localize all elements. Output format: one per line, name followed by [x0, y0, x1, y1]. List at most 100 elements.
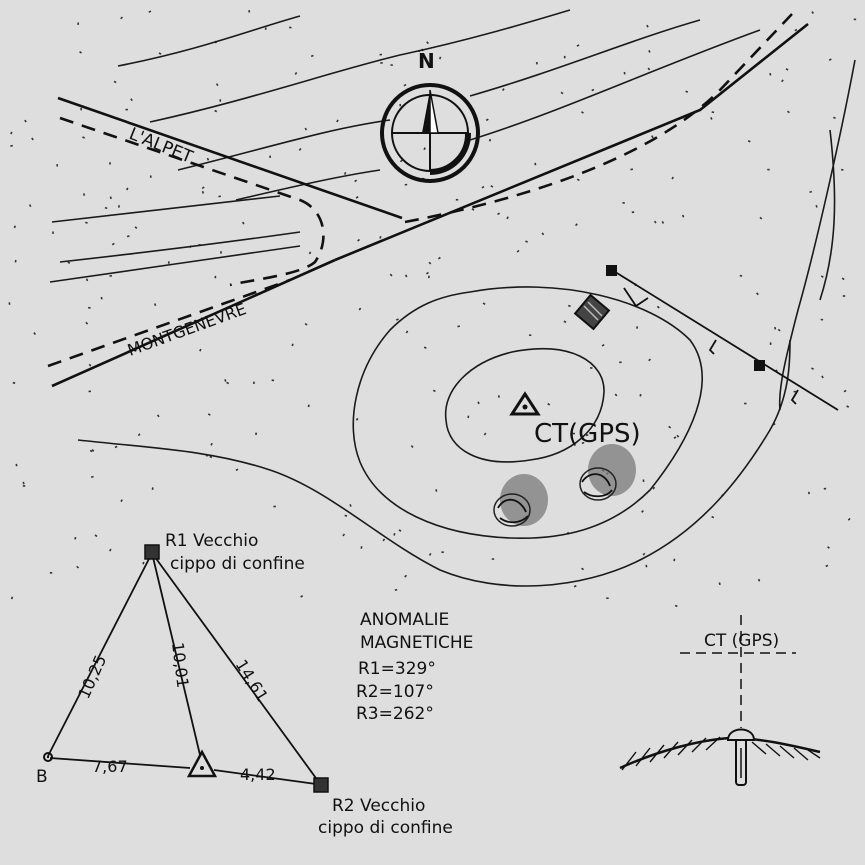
stipple-dot [681, 214, 685, 218]
stipple-dot [794, 28, 798, 32]
stipple-dot [52, 231, 54, 234]
anomaly-r2: R2=107° [356, 682, 434, 702]
stipple-dot [207, 413, 211, 416]
stipple-dot [226, 381, 230, 385]
stipple-dot [589, 367, 593, 369]
stipple-dot [403, 83, 407, 87]
stipple-dot [394, 588, 398, 592]
stipple-dot [354, 179, 358, 183]
base-point-label: B [36, 767, 48, 787]
stipple-dot [774, 326, 777, 330]
stipple-dot [614, 393, 618, 397]
stipple-dot [785, 67, 789, 71]
stipple-dot [648, 358, 651, 362]
stipple-dot [647, 67, 651, 71]
stipple-dot [358, 307, 362, 311]
stipple-dot [853, 18, 857, 21]
stipple-dot [516, 249, 520, 253]
stipple-dot [404, 574, 407, 578]
stipple-dot [410, 445, 414, 448]
stipple-dot [349, 504, 352, 507]
stipple-dot [485, 118, 489, 122]
stipple-dot [22, 484, 26, 487]
stipple-dot [344, 514, 348, 517]
stipple-dot [104, 206, 108, 210]
stipple-dot [563, 55, 566, 59]
stipple-dot [576, 178, 580, 182]
stipple-dot [28, 204, 32, 208]
stipple-dot [360, 546, 363, 549]
ct-cross-section [619, 615, 821, 786]
stipple-dot [85, 278, 89, 282]
stipple-dot [432, 389, 436, 393]
stipple-dot [154, 303, 157, 307]
stipple-dot [111, 242, 115, 246]
stipple-dot [769, 72, 772, 76]
fence-line [606, 265, 839, 411]
stipple-dot [134, 226, 138, 230]
stipple-dot [382, 538, 386, 542]
stipple-dot [126, 235, 130, 238]
stipple-dot [14, 259, 17, 263]
stipple-dot [833, 116, 836, 119]
stipple-dot [481, 185, 485, 189]
stipple-dot [525, 240, 528, 243]
stipple-dot [560, 91, 564, 95]
stipple-dot [757, 578, 761, 582]
distance-b-ct: 7,67 [92, 757, 128, 776]
stipple-dot [573, 585, 577, 588]
stipple-dot [380, 62, 383, 64]
stipple-dot [304, 127, 308, 131]
stipple-dot [601, 343, 605, 347]
stipple-dot [767, 168, 770, 171]
stipple-dot [389, 273, 393, 277]
stipple-dot [825, 564, 829, 568]
stipple-dot [56, 164, 59, 167]
stipple-dot [74, 536, 77, 540]
contour-lines-upper [49, 9, 856, 411]
stipple-dot [455, 198, 459, 201]
stipple-dot [547, 402, 551, 406]
stipple-dot [24, 119, 27, 123]
stipple-dot [427, 275, 430, 279]
stipple-dot [151, 487, 154, 490]
stipple-dot [33, 332, 37, 335]
stipple-dot [815, 204, 818, 208]
stipple-dot [13, 225, 16, 229]
stipple-dot [248, 9, 251, 13]
stipple-dot [718, 582, 721, 586]
stipple-dot [209, 455, 213, 459]
stipple-dot [148, 10, 152, 13]
stipple-dot [310, 54, 314, 58]
stipple-dot [471, 208, 475, 211]
stipple-dot [220, 251, 222, 254]
stipple-dot [22, 481, 25, 485]
stipple-dot [820, 318, 824, 321]
stipple-dot [271, 379, 275, 382]
stipple-dot [206, 157, 210, 161]
stipple-dot [823, 487, 827, 490]
stipple-dot [125, 108, 128, 111]
stipple-dot [661, 220, 665, 224]
stipple-dot [398, 529, 402, 532]
stipple-dot [781, 79, 784, 83]
stipple-dot [428, 552, 432, 556]
stipple-dot [842, 295, 846, 297]
stipple-dot [668, 425, 672, 429]
stipple-dot [457, 325, 460, 328]
distance-ct-r1: 10,01 [168, 641, 192, 689]
ct-station-label: CT(GPS) [534, 419, 641, 449]
stipple-dot [685, 90, 689, 93]
terrain-stipple [8, 9, 857, 608]
stipple-dot [210, 442, 213, 446]
stipple-dot [304, 322, 308, 326]
stipple-dot [673, 436, 677, 439]
stipple-dot [651, 135, 654, 139]
stipple-dot [214, 275, 217, 279]
stipple-dot [563, 320, 567, 324]
stipple-dot [581, 441, 585, 445]
stipple-dot [642, 552, 646, 556]
anomaly-r1: R1=329° [358, 659, 436, 679]
stipple-dot [88, 306, 91, 309]
stipple-dot [769, 342, 772, 345]
